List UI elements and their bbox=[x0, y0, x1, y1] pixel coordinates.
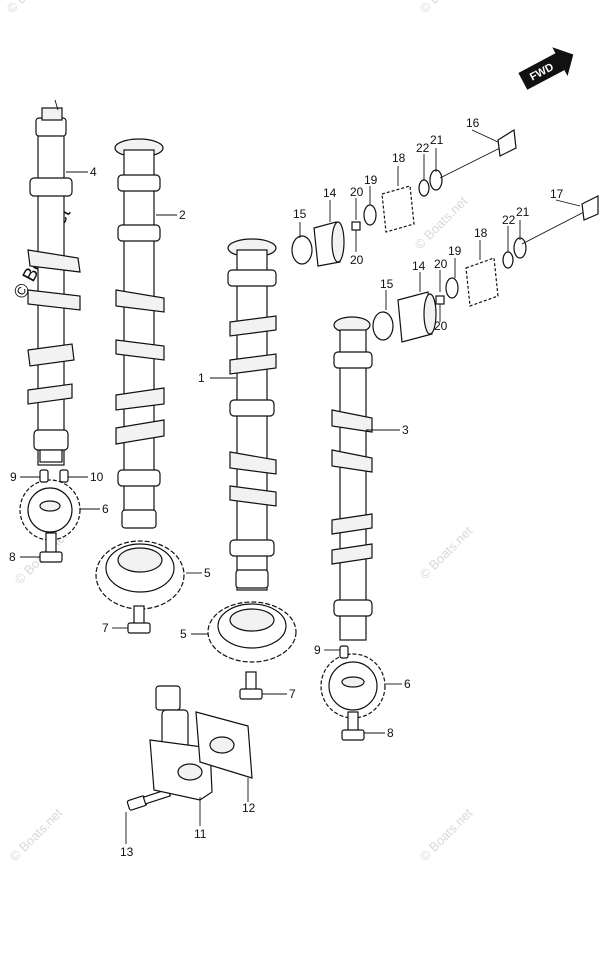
callout-19-lower: 19 bbox=[448, 244, 462, 258]
camshaft-2 bbox=[114, 138, 165, 529]
watermark: © Boats.net bbox=[4, 0, 63, 16]
callout-22-upper: 22 bbox=[416, 141, 430, 155]
callout-20-c: 20 bbox=[434, 257, 448, 271]
callout-14-lower: 14 bbox=[412, 259, 426, 273]
watermark: © Boats.net bbox=[417, 805, 476, 864]
callout-10: 10 bbox=[90, 470, 104, 484]
callout-5-left: 5 bbox=[204, 566, 211, 580]
callout-12: 12 bbox=[242, 801, 256, 815]
vvt-sprocket-5-right bbox=[207, 601, 297, 663]
callout-14-upper: 14 bbox=[323, 186, 337, 200]
camshaft-1 bbox=[227, 238, 277, 591]
callout-19-upper: 19 bbox=[364, 173, 378, 187]
callout-8-right: 8 bbox=[387, 726, 394, 740]
bolt-8-right bbox=[341, 711, 365, 741]
callout-5-right: 5 bbox=[180, 627, 187, 641]
callout-labels: 1 2 3 4 5 5 6 6 7 7 8 8 9 9 10 11 12 13 … bbox=[9, 116, 564, 859]
callout-9-left: 9 bbox=[10, 470, 17, 484]
callout-22-lower: 22 bbox=[502, 213, 516, 227]
callout-7-right: 7 bbox=[289, 687, 296, 701]
sprocket-6-left bbox=[19, 479, 81, 541]
callout-21-lower: 21 bbox=[516, 205, 530, 219]
callout-15-lower: 15 bbox=[380, 277, 394, 291]
fwd-arrow-icon: FWD bbox=[518, 47, 574, 90]
callout-9-right: 9 bbox=[314, 643, 321, 657]
callout-20-b: 20 bbox=[350, 253, 364, 267]
watermark: © Boats.net bbox=[7, 805, 66, 864]
bolt-7-left bbox=[127, 605, 151, 634]
callout-18-lower: 18 bbox=[474, 226, 488, 240]
camshaft-3 bbox=[331, 316, 373, 641]
camshaft-4 bbox=[27, 99, 81, 466]
callout-18-upper: 18 bbox=[392, 151, 406, 165]
pin-9-right bbox=[339, 645, 349, 659]
callout-17: 17 bbox=[550, 187, 564, 201]
watermark: © Boats.net bbox=[412, 193, 471, 252]
watermark: © Boats.net bbox=[417, 0, 476, 16]
leader-lines bbox=[20, 129, 581, 844]
oil-control-valve-11 bbox=[149, 685, 213, 801]
callout-20-d: 20 bbox=[434, 319, 448, 333]
callout-21-upper: 21 bbox=[430, 133, 444, 147]
callout-8-left: 8 bbox=[9, 550, 16, 564]
callout-6-right: 6 bbox=[404, 677, 411, 691]
callout-2: 2 bbox=[179, 208, 186, 222]
callout-16: 16 bbox=[466, 116, 480, 130]
sprocket-6-right bbox=[320, 653, 386, 719]
callout-11: 11 bbox=[194, 827, 207, 841]
callout-15-upper: 15 bbox=[293, 207, 307, 221]
pin-10 bbox=[59, 469, 69, 483]
watermark: © Boats.net bbox=[417, 523, 476, 582]
valve-train-lower bbox=[372, 195, 599, 343]
callout-13: 13 bbox=[120, 845, 134, 859]
gasket-12 bbox=[195, 711, 253, 779]
callout-6-left: 6 bbox=[102, 502, 109, 516]
callout-20-a: 20 bbox=[350, 185, 364, 199]
callout-7-left: 7 bbox=[102, 621, 109, 635]
callout-1: 1 bbox=[198, 371, 205, 385]
vvt-sprocket-5-left bbox=[95, 540, 185, 610]
bolt-7-right bbox=[239, 671, 263, 700]
pin-9-left bbox=[39, 469, 49, 483]
callout-4: 4 bbox=[90, 165, 97, 179]
bolt-8-left bbox=[39, 532, 63, 563]
callout-3: 3 bbox=[402, 423, 409, 437]
bolt-13 bbox=[126, 788, 172, 811]
